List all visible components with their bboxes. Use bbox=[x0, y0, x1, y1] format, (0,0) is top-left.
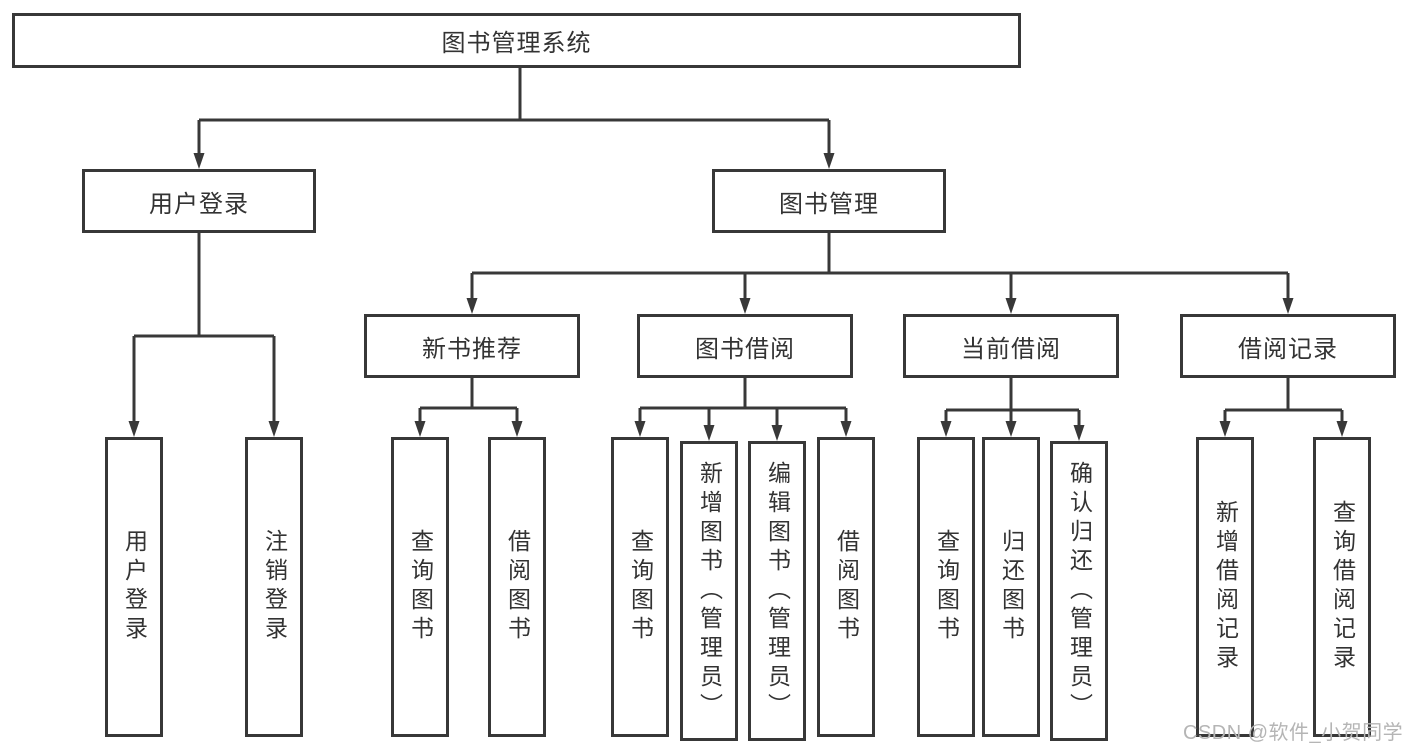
node-current-borrow-label: 当前借阅 bbox=[961, 335, 1061, 363]
node-root-label: 图书管理系统 bbox=[441, 30, 592, 57]
node-root: 图书管理系统 bbox=[12, 13, 1021, 68]
node-user-login: 用户登录 bbox=[82, 169, 316, 233]
node-borrow-records-label: 借阅记录 bbox=[1238, 335, 1338, 363]
leaf-borrow-books-recommend: 借阅图书 bbox=[488, 437, 546, 737]
leaf-query-books-borrow: 查询图书 bbox=[611, 437, 669, 737]
node-user-login-label: 用户登录 bbox=[149, 190, 249, 218]
node-current-borrow: 当前借阅 bbox=[903, 314, 1119, 378]
leaf-return-book: 归还图书 bbox=[982, 437, 1040, 737]
leaf-borrow-books-borrow: 借阅图书 bbox=[817, 437, 875, 737]
leaf-query-books-current: 查询图书 bbox=[917, 437, 975, 737]
leaf-confirm-return-admin: 确认归还（管理员） bbox=[1050, 441, 1108, 741]
leaf-query-books-recommend: 查询图书 bbox=[391, 437, 449, 737]
node-book-borrow-label: 图书借阅 bbox=[695, 335, 795, 363]
leaf-user-login: 用户登录 bbox=[105, 437, 163, 737]
leaf-query-borrow-record: 查询借阅记录 bbox=[1313, 437, 1371, 737]
leaf-edit-book-admin: 编辑图书（管理员） bbox=[748, 441, 806, 741]
leaf-add-book-admin: 新增图书（管理员） bbox=[680, 441, 738, 741]
node-book-borrow: 图书借阅 bbox=[637, 314, 853, 378]
node-book-management: 图书管理 bbox=[712, 169, 946, 233]
node-new-book-recommend: 新书推荐 bbox=[364, 314, 580, 378]
node-borrow-records: 借阅记录 bbox=[1180, 314, 1396, 378]
csdn-watermark: CSDN @软件_小贺同学 bbox=[1183, 722, 1404, 744]
leaf-logout: 注销登录 bbox=[245, 437, 303, 737]
node-new-book-recommend-label: 新书推荐 bbox=[422, 335, 522, 363]
leaf-add-borrow-record: 新增借阅记录 bbox=[1196, 437, 1254, 737]
node-book-management-label: 图书管理 bbox=[779, 190, 879, 218]
